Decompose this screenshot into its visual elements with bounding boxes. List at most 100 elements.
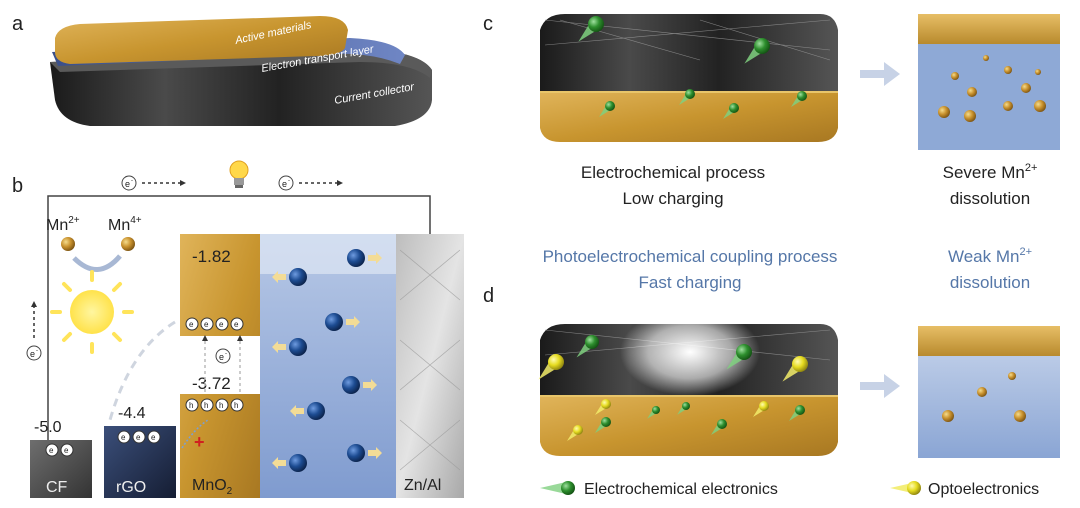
electron-flow-left: e -: [26, 301, 42, 361]
svg-text:h: h: [234, 401, 238, 410]
electron-particle: [595, 399, 611, 415]
rgo-electrons: e e e: [117, 430, 161, 444]
electron-particle: [677, 402, 690, 415]
mn-ion: [1014, 410, 1026, 422]
panel-b-circuit: e - e - e - Mn2+ Mn4+: [26, 160, 464, 498]
panel-c-block: [540, 14, 838, 142]
electron-particle: [789, 405, 805, 421]
rgo-label: rGO: [116, 479, 146, 496]
panel-label-c: c: [483, 13, 493, 35]
mn-ion: [938, 106, 950, 118]
bulb-icon: [229, 160, 249, 188]
mn-ion: [983, 55, 989, 61]
electron-particle: [538, 354, 564, 380]
ion: [347, 249, 382, 267]
panel-c-arrow: [860, 62, 900, 86]
ion: [342, 376, 377, 394]
panel-d-caption-line1: Photoelectrochemical coupling process: [543, 247, 838, 266]
svg-text:e: e: [64, 446, 69, 455]
ion: [272, 338, 307, 356]
electron-flow-top-right: e -: [278, 175, 343, 191]
mn-ion: [1004, 66, 1012, 74]
mn-ion: [1035, 69, 1041, 75]
legend-yellow-icon: [907, 481, 921, 495]
panel-c-caption-line1: Electrochemical process: [581, 163, 765, 182]
mno2-gap-electron: [215, 348, 231, 364]
panel-d-caption-line2: Fast charging: [639, 273, 742, 292]
mno2-excitation-arrows: [202, 335, 243, 392]
mn-ion: [1003, 101, 1013, 111]
electron-particle: [744, 38, 770, 64]
hole-transfer-arrow: [181, 419, 209, 449]
panel-c-result-line2: dissolution: [950, 189, 1030, 208]
svg-text:e: e: [121, 433, 126, 442]
mn-ion: [977, 387, 987, 397]
mno2-bandgap: [180, 336, 260, 394]
svg-text:e: e: [189, 320, 194, 329]
legend-yellow-tail: [890, 483, 912, 493]
electrolyte-ions: [272, 249, 382, 472]
cf-electrons: e e: [45, 443, 74, 457]
legend: Electrochemical electronics Optoelectron…: [540, 481, 1039, 498]
anode-label: Zn/Al: [404, 477, 441, 494]
legend-opto: Optoelectronics: [928, 481, 1039, 498]
ion: [290, 402, 325, 420]
zn-al-anode: [396, 234, 464, 498]
electron-particle: [711, 419, 727, 435]
svg-text:-: -: [36, 348, 38, 354]
mno2-vb-level: -3.72: [192, 374, 231, 393]
svg-text:e: e: [234, 320, 239, 329]
light-path-arrow: [108, 320, 176, 421]
panel-d-result-line1: Weak Mn2+: [948, 246, 1032, 266]
electron-flow-top-left: e -: [121, 175, 186, 191]
mn-ion: [1034, 100, 1046, 112]
mn4-ion: [121, 237, 135, 251]
mno2-cb-electrons: e e e e: [185, 317, 244, 331]
electron-particle: [599, 101, 615, 117]
mn2-ion: [61, 237, 75, 251]
electron-particle: [679, 89, 695, 105]
svg-text:-: -: [225, 351, 227, 357]
svg-text:h: h: [219, 401, 223, 410]
electron-particle: [595, 417, 611, 433]
mn-ion: [967, 87, 977, 97]
sun-icon: [50, 270, 134, 354]
svg-text:e: e: [151, 433, 156, 442]
cf-label: CF: [46, 479, 68, 496]
svg-text:e: e: [136, 433, 141, 442]
panel-d-electrons: [538, 335, 808, 441]
mn-ion: [964, 110, 976, 122]
panel-c-result-line1: Severe Mn2+: [943, 162, 1038, 182]
mn-ion: [1008, 372, 1016, 380]
panel-d-result-line2: dissolution: [950, 273, 1030, 292]
svg-text:-: -: [131, 178, 133, 184]
svg-text:-: -: [288, 178, 290, 184]
ion: [347, 444, 382, 462]
legend-electrochemical: Electrochemical electronics: [584, 481, 778, 498]
svg-text:e: e: [30, 349, 35, 359]
svg-text:e: e: [125, 179, 130, 189]
panel-c-caption-line2: Low charging: [622, 189, 723, 208]
legend-green-tail: [540, 482, 566, 494]
mno2-label: MnO2: [192, 477, 233, 497]
panel-c-dissolution-box: [918, 14, 1060, 150]
svg-text:h: h: [189, 401, 193, 410]
svg-text:h: h: [204, 401, 208, 410]
cf-level: -5.0: [34, 419, 62, 436]
mn-ion: [942, 410, 954, 422]
legend-green-icon: [561, 481, 575, 495]
mn4-label: Mn4+: [108, 215, 142, 234]
ion: [272, 454, 307, 472]
ion: [272, 268, 307, 286]
light-glow: [620, 308, 760, 396]
svg-text:e: e: [49, 446, 54, 455]
electron-particle: [567, 425, 583, 441]
svg-text:e: e: [204, 320, 209, 329]
panel-c-electrons: [578, 16, 807, 119]
electron-particle: [723, 103, 739, 119]
electron-particle: [578, 16, 604, 42]
electron-particle: [782, 356, 808, 382]
panel-d-arrow: [860, 374, 900, 398]
panel-d-block: [538, 308, 838, 456]
